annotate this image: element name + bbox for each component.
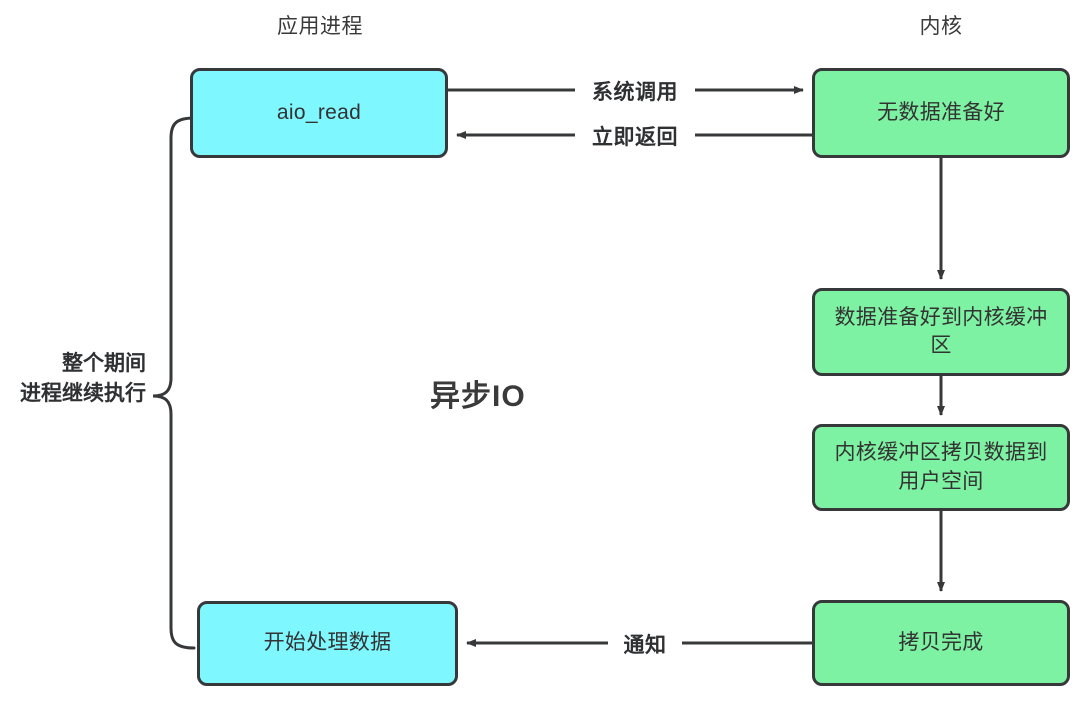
node-data-to-buffer-label: 数据准备好到内核缓冲区 xyxy=(834,305,1048,357)
column-header-kernel: 内核 xyxy=(919,15,963,38)
node-copy-to-user[interactable]: 内核缓冲区拷贝数据到用户空间 xyxy=(812,424,1070,511)
duration-annotation: 整个期间 进程继续执行 xyxy=(0,349,146,410)
node-copy-to-user-label: 内核缓冲区拷贝数据到用户空间 xyxy=(834,441,1048,493)
node-start-process[interactable]: 开始处理数据 xyxy=(197,601,458,686)
edge-label-syscall: 系统调用 xyxy=(575,76,695,106)
node-data-to-buffer[interactable]: 数据准备好到内核缓冲区 xyxy=(812,288,1070,376)
duration-brace xyxy=(152,116,196,650)
column-header-process: 应用进程 xyxy=(277,15,363,38)
edge-label-notify: 通知 xyxy=(608,629,682,659)
diagram-center-title: 异步IO xyxy=(430,380,526,413)
node-aio-read-label: aio_read xyxy=(276,100,362,124)
duration-annotation-line2: 进程继续执行 xyxy=(20,382,146,406)
node-copy-done[interactable]: 拷贝完成 xyxy=(812,600,1070,686)
node-no-data-ready[interactable]: 无数据准备好 xyxy=(812,68,1070,158)
edge-label-immediate-return: 立即返回 xyxy=(575,121,695,151)
node-start-process-label: 开始处理数据 xyxy=(263,631,392,655)
node-aio-read[interactable]: aio_read xyxy=(190,68,448,158)
node-no-data-ready-label: 无数据准备好 xyxy=(877,100,1005,124)
node-copy-done-label: 拷贝完成 xyxy=(898,630,984,654)
duration-annotation-line1: 整个期间 xyxy=(62,352,146,375)
